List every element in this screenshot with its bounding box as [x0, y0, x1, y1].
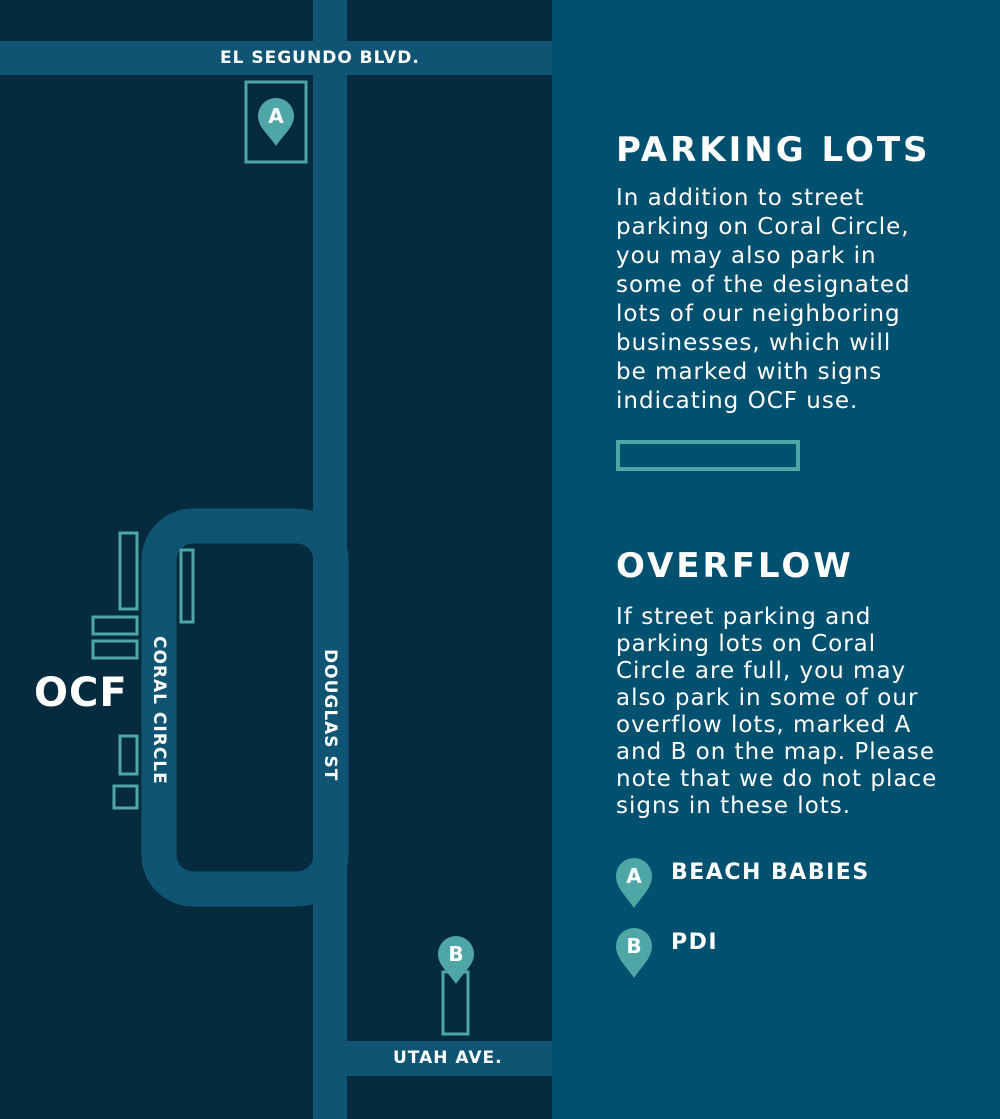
el-segundo-label: EL SEGUNDO BLVD. [220, 48, 420, 68]
road-el-segundo [0, 41, 552, 75]
parking-text-line: you may also park in [616, 243, 877, 269]
designated-lot-5 [118, 734, 139, 776]
parking-text-line: parking on Coral Circle, [616, 214, 910, 240]
overflow-text-line: If street parking and [616, 604, 872, 630]
map-graphics: A B [0, 0, 552, 1119]
overflow-text-line: Circle are full, you may [616, 658, 907, 684]
overflow-text-line: overflow lots, marked A [616, 712, 912, 738]
legend-b-letter: B [626, 934, 641, 958]
douglas-label: DOUGLAS ST [320, 649, 340, 782]
marker-b-letter: B [448, 942, 463, 966]
info-panel: PARKING LOTS In addition to street parki… [552, 0, 1000, 1119]
marker-a-letter: A [268, 104, 284, 128]
parking-text-line: some of the designated [616, 272, 911, 298]
coral-circle-label: CORAL CIRCLE [149, 636, 169, 785]
parking-text-line: indicating OCF use. [616, 388, 859, 414]
map: A B EL SEGUNDO BLVD. UTAH AVE. DOUGLAS S… [0, 0, 552, 1119]
legend-a-label: BEACH BABIES [671, 860, 870, 885]
designated-lot-1 [118, 531, 139, 611]
legend-item-a: A BEACH BABIES [614, 856, 974, 912]
overflow-text-line: signs in these lots. [616, 793, 852, 819]
legend-b-label: PDI [671, 930, 719, 955]
parking-text-line: businesses, which will [616, 330, 892, 356]
designated-lot-6 [112, 784, 139, 810]
overflow-text: If street parking and parking lots on Co… [616, 604, 956, 820]
overflow-text-line: note that we do not place [616, 766, 938, 792]
overflow-text-line: also park in some of our [616, 685, 919, 711]
designated-lot-4 [91, 639, 139, 660]
parking-text-line: In addition to street [616, 185, 865, 211]
ocf-building-label: OCF [34, 670, 128, 716]
legend-a-letter: A [626, 864, 642, 888]
parking-text-line: be marked with signs [616, 359, 883, 385]
overflow-text-line: parking lots on Coral [616, 631, 877, 657]
parking-text-line: lots of our neighboring [616, 301, 901, 327]
legend-item-b: B PDI [614, 926, 974, 982]
parking-lots-text: In addition to street parking on Coral C… [616, 184, 956, 416]
legend-b-pin-icon: B [616, 928, 652, 978]
road-coral-circle [141, 508, 349, 907]
designated-lot-legend-swatch [616, 440, 800, 471]
overflow-lot-a [244, 80, 308, 164]
designated-lot-2 [179, 548, 195, 624]
designated-lots [91, 531, 195, 810]
legend-a-pin-icon: A [616, 858, 652, 908]
utah-label: UTAH AVE. [393, 1048, 503, 1068]
parking-lots-title: PARKING LOTS [616, 130, 931, 170]
overflow-text-line: and B on the map. Please [616, 739, 936, 765]
designated-lot-3 [91, 615, 139, 636]
marker-a-pin-icon: A [258, 98, 294, 146]
marker-b-pin-icon: B [438, 936, 474, 984]
overflow-title: OVERFLOW [616, 546, 854, 586]
road-utah [313, 1041, 552, 1076]
